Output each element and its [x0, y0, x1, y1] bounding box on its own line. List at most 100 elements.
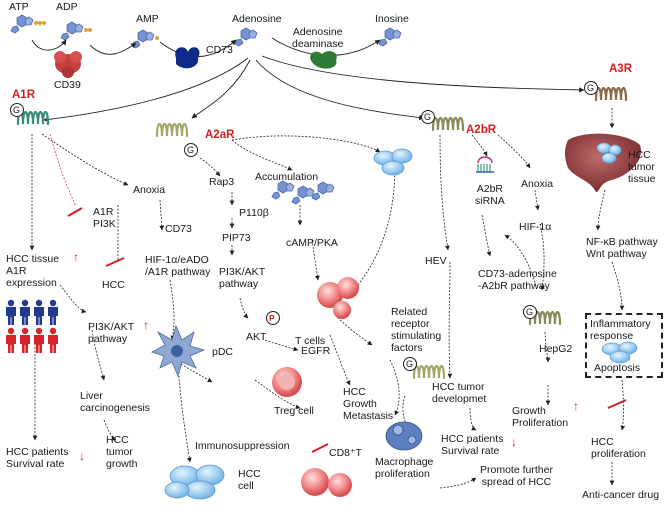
- g-symbol-a1r: G: [13, 105, 21, 115]
- macrophage-cell: [385, 421, 423, 451]
- label-hev: HEV: [425, 255, 447, 267]
- label-akt-p: P: [269, 313, 275, 323]
- label-a2br-sirna: A2bR siRNA: [475, 183, 505, 207]
- label-hcc-growth-metastasis: HCC Growth Metastasis: [343, 386, 394, 422]
- down-arrow-a2br-survival: ↓: [511, 435, 517, 449]
- label-related-receptor: Related receptor stimulating factors: [391, 306, 442, 354]
- label-a1r: A1R: [12, 89, 36, 101]
- a2br-branch-arrows: [439, 134, 551, 431]
- label-a2ar-pi3k-akt: PI3K/AKT pathway: [219, 266, 266, 290]
- label-adenosine-deaminase: Adenosine deaminase: [292, 26, 344, 50]
- label-inosine: Inosine: [375, 13, 409, 25]
- a2br-sirna-icon: [476, 156, 494, 173]
- inosine-molecule: [378, 27, 402, 47]
- label-t-cells: T cells: [295, 335, 326, 347]
- up-arrow-growth-proliferation: ↑: [573, 399, 579, 413]
- label-a3r: A3R: [609, 63, 633, 75]
- label-macrophage-proliferation: Macrophage proliferation: [375, 456, 434, 480]
- label-a1r-pi3k: A1R PI3K: [93, 206, 116, 230]
- label-rap3: Rap3: [209, 176, 235, 188]
- label-hcc-cell: HCC cell: [238, 468, 261, 492]
- atp-molecule: [10, 14, 46, 34]
- inflammatory-apoptosis-box: [585, 313, 663, 378]
- a2ar-branch-arrows: [199, 135, 477, 489]
- g-symbol-a2br: G: [424, 112, 432, 122]
- label-hcc-proliferation: HCC proliferation: [591, 436, 646, 460]
- arrow-adp-amp: [89, 42, 137, 55]
- adenosine-deaminase-enzyme: [310, 51, 337, 69]
- label-hif1a: HIF-1α: [519, 221, 552, 233]
- label-egfr: EGFR: [301, 345, 331, 357]
- label-cd73-top: CD73: [206, 44, 233, 56]
- label-cd73-pathway: CD73-adenosine -A2bR pathway: [478, 268, 557, 292]
- label-promote-spread: Promote further spread of HCC: [480, 464, 553, 488]
- label-a2br: A2bR: [466, 124, 497, 136]
- hcc-cell-cluster: [164, 464, 225, 500]
- label-a1r-anoxia: Anoxia: [133, 184, 166, 196]
- label-hepg2: HepG2: [539, 343, 573, 355]
- accumulation-molecules: [271, 180, 335, 205]
- g-symbol-a2ar: G: [187, 145, 195, 155]
- label-inflammatory-response: Inflammatory response: [590, 318, 651, 342]
- a2ar-receptor: [155, 122, 189, 138]
- patients-red-row: [6, 327, 58, 353]
- label-p110b: P110β: [239, 207, 269, 219]
- label-accumulation: Accumulation: [255, 171, 319, 183]
- liver-tissue: [565, 133, 641, 192]
- label-a1r-cd73: CD73: [165, 223, 192, 235]
- hcc-proliferation-inhibition-bar: [607, 399, 627, 409]
- treg-cell: [272, 367, 302, 397]
- label-apoptosis: Apoptosis: [594, 362, 641, 374]
- label-camp-pka: cAMP/PKA: [286, 237, 338, 249]
- label-hcc-tumor-tissue: HCC tumor tissue: [628, 149, 656, 185]
- apoptosis-cells: [601, 341, 638, 364]
- label-hcc-inhibited: HCC: [102, 279, 125, 291]
- stimulated-cells-cluster: [373, 148, 413, 176]
- label-atp: ATP: [9, 1, 29, 13]
- label-growth-proliferation: Growth Proliferation: [512, 405, 569, 429]
- label-hcc-tumor-development: HCC tumor developmet: [432, 381, 487, 405]
- g-symbol-macrophage: G: [406, 359, 414, 369]
- cd8-inhibition-bar: [311, 443, 329, 453]
- adenosine-molecule: [234, 27, 258, 47]
- pdc-cell: [150, 324, 206, 378]
- a3r-branch-arrows: [595, 108, 626, 486]
- label-liver-carcinogenesis: Liver carcinogenesis: [80, 390, 151, 414]
- patients-blue-row: [6, 299, 58, 325]
- label-adp: ADP: [56, 1, 78, 13]
- label-pip73: PIP73: [222, 232, 251, 244]
- cd73-enzyme: [175, 47, 200, 69]
- g-symbol-a3r: G: [587, 83, 595, 93]
- label-cd8-t: CD8⁺T: [329, 447, 362, 459]
- amp-molecule: [131, 29, 159, 49]
- akt-phospho-badge: [266, 311, 280, 325]
- adenosine-fanout-arrows: [43, 55, 585, 123]
- label-a2br-hcc-patients-survival: HCC patients Survival rate: [441, 433, 504, 457]
- label-hcc-tumor-growth: HCC tumor growth: [106, 434, 138, 470]
- up-arrow-hcc-tissue: ↑: [73, 250, 79, 264]
- g-symbol-hepg2: G: [526, 307, 534, 317]
- label-pdc: pDC: [212, 346, 234, 358]
- label-a1r-hcc-patients-survival: HCC patients Survival rate: [6, 446, 69, 470]
- down-arrow-a1r-survival: ↓: [79, 449, 85, 463]
- label-adenosine: Adenosine: [232, 13, 282, 25]
- cd39-enzyme: [54, 51, 82, 78]
- label-hif-pathway: HIF-1α/eADO /A1R pathway: [145, 254, 211, 278]
- label-anti-cancer-drug: Anti-cancer drug: [582, 489, 660, 501]
- label-cd39: CD39: [54, 79, 81, 91]
- a2br-receptor: [431, 116, 465, 132]
- macrophage-receptor: [412, 364, 446, 380]
- a1r-pi3k-inhibition-bar: [67, 207, 83, 217]
- cd8-t-cells: [301, 468, 352, 497]
- hcc-inhibition-bar: [105, 257, 125, 267]
- adp-molecule: [60, 21, 92, 41]
- up-arrow-pi3k-akt: ↑: [143, 318, 149, 332]
- label-hcc-tissue-expression: HCC tissue A1R expression: [6, 253, 60, 289]
- label-nfkb-wnt: NF-κB pathway Wnt pathway: [586, 236, 658, 260]
- label-a2br-anoxia: Anoxia: [521, 178, 554, 190]
- label-akt: AKT: [246, 331, 267, 343]
- t-cells: [317, 277, 359, 319]
- arrow-amp-adenosine: [159, 39, 237, 57]
- label-a1r-pi3k-akt: PI3K/AKT pathway: [88, 321, 135, 345]
- a3r-receptor: [594, 86, 628, 102]
